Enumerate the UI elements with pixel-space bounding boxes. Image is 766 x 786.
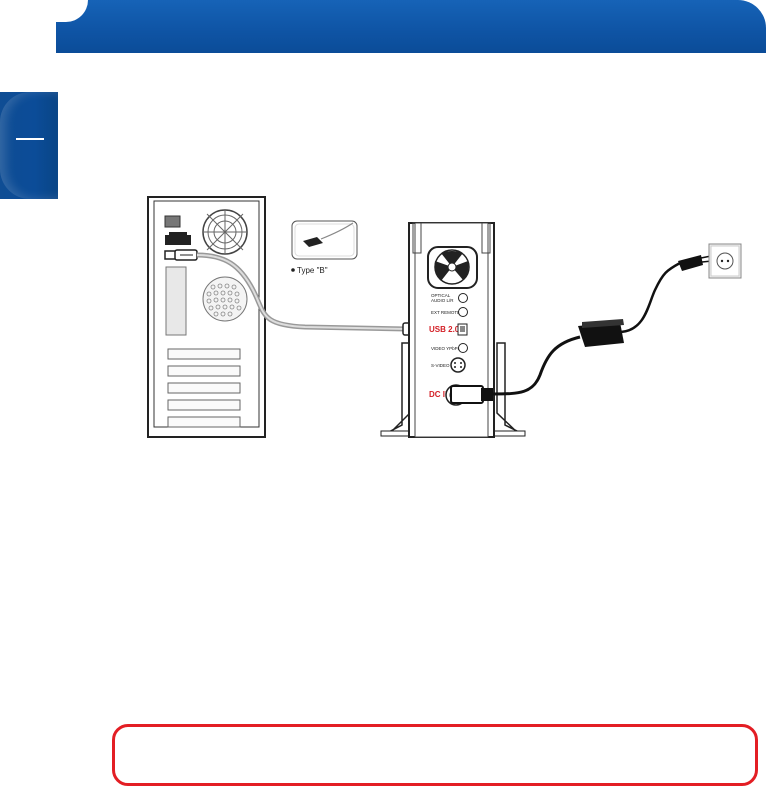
expansion-slots [167,348,241,428]
warning-box [112,724,758,786]
type-b-callout: Type "B" [291,220,358,275]
vent-holes [202,276,248,322]
connection-diagram: Type "B" OPTICAL AUDIO L/R EXT REMOTE US… [147,196,742,438]
s-video-label: S-VIDEO [431,363,450,368]
dc-cable [492,335,581,396]
type-b-label: Type "B" [297,266,328,275]
chapter-tab [0,92,58,199]
optical-label: OPTICAL [431,293,451,298]
audio-label: AUDIO L/R [431,298,454,303]
tab-dash [16,138,44,140]
dc-in-label: DC IN [429,390,451,399]
pc-tower [147,196,266,438]
wall-outlet [708,243,742,279]
ac-plug [678,255,713,271]
ac-cable [620,261,681,334]
video-label: VIDEO YPbPr [431,346,460,351]
power-adapter [578,319,624,347]
usb-port-label: USB 2.0 [429,325,460,334]
dc-plug [450,385,493,404]
ext-remote-label: EXT REMOTE [431,310,460,315]
drive-fan [427,246,478,289]
header-bar [56,0,766,53]
fan-grill [202,209,248,255]
